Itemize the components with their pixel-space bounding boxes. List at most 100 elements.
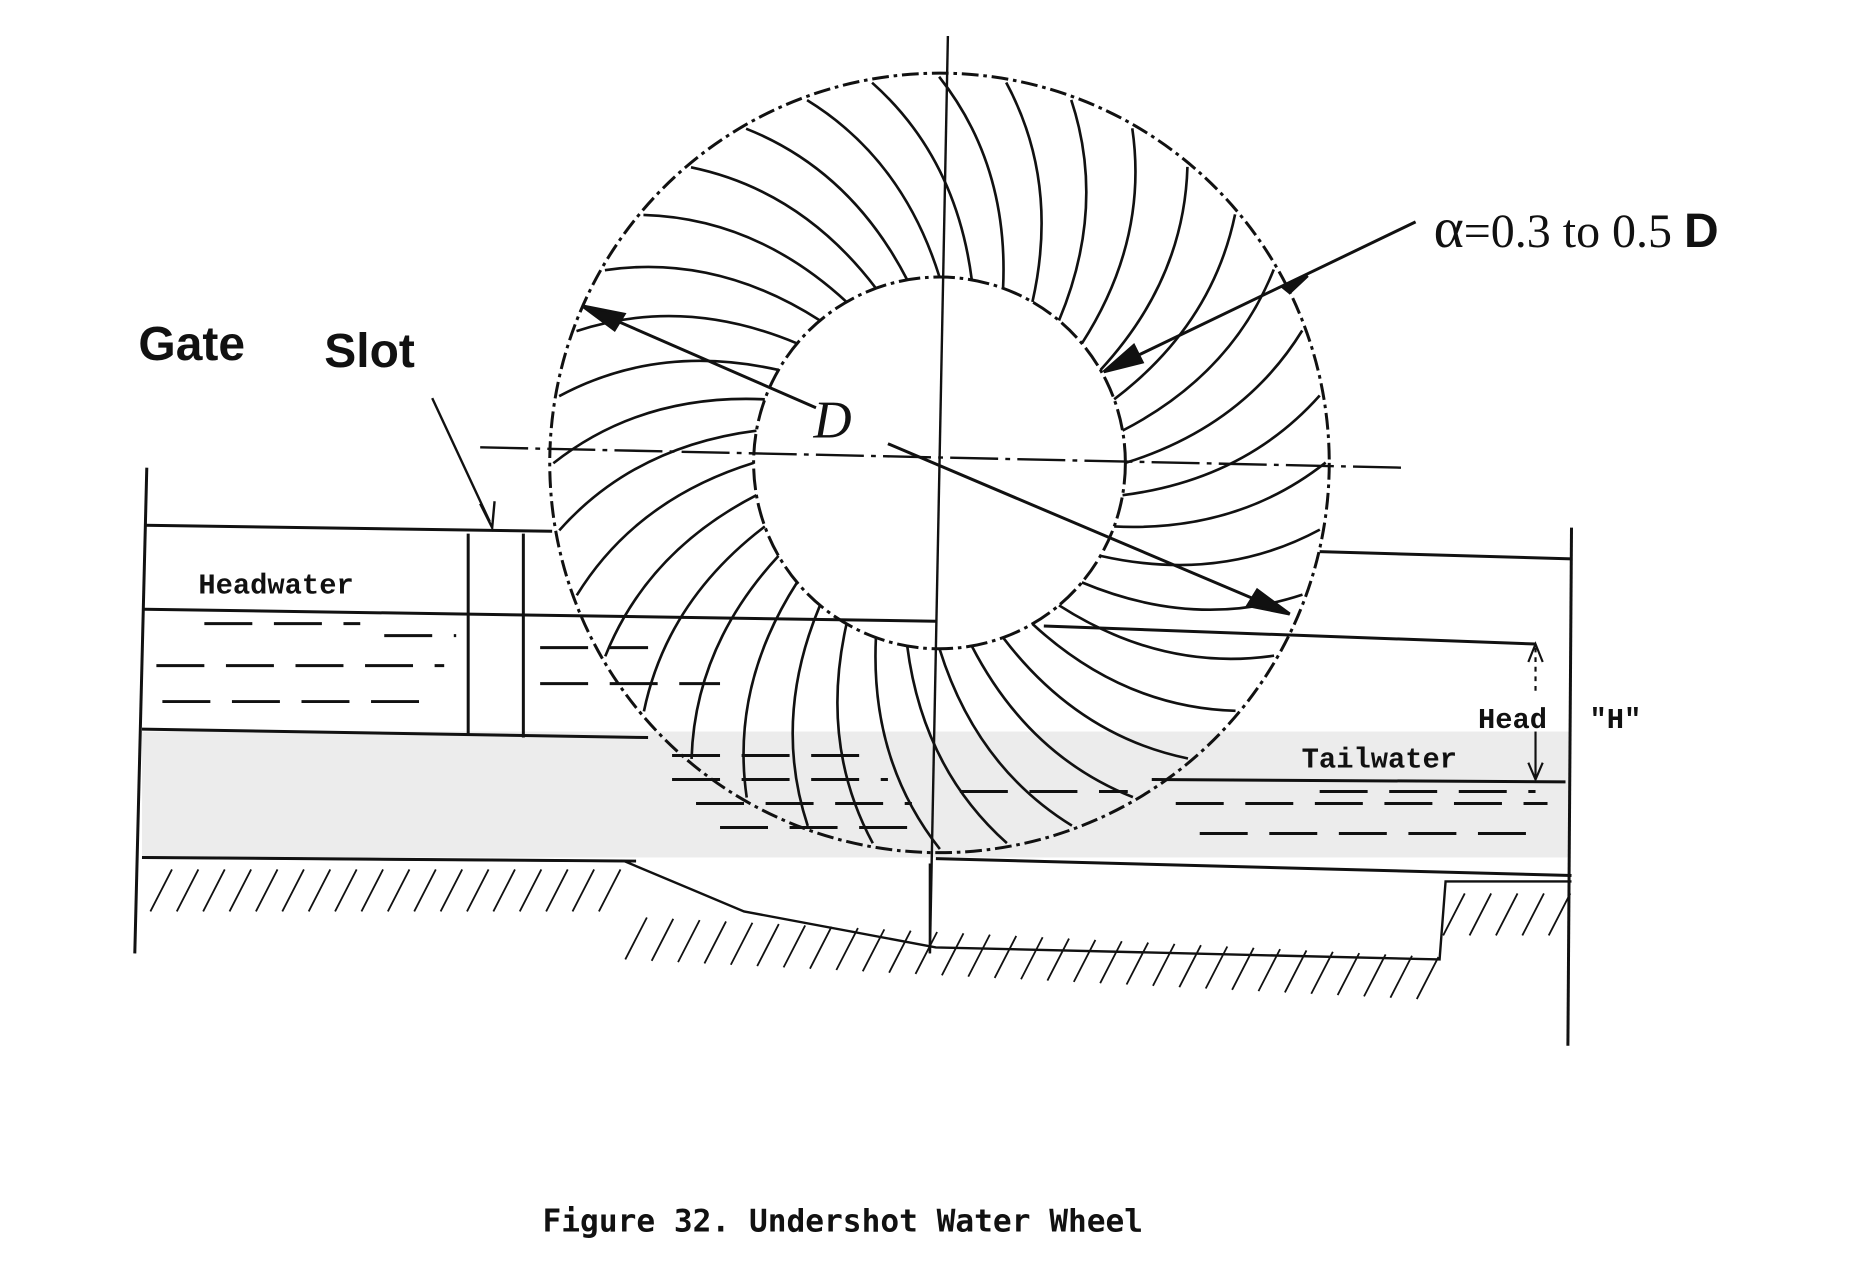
soil-hatch [545,869,569,912]
soil-hatch [650,918,675,962]
wheel-vane [1031,622,1236,713]
head-symbol: "H" [1589,704,1641,737]
soil-hatch [175,869,200,912]
wheel-vane [806,99,941,278]
wheel-vane [575,461,755,597]
gate-slot [431,397,525,738]
soil-hatch [1547,893,1572,936]
wheel-vane [576,314,798,345]
wheel-vane [642,525,766,712]
gate-label: Gate [138,318,245,371]
soil-hatch [387,869,411,912]
soil-hatch [1442,893,1466,936]
soil-hatch [1178,944,1202,988]
diameter-label: D [813,392,852,450]
soil-bed [141,731,1572,1000]
alpha-unit: D [1684,205,1719,258]
alpha-symbol: α [1434,197,1464,260]
wheel-vane [905,645,1008,845]
wheel-vane [690,554,780,759]
wheel-vane [552,397,765,465]
wheel-vane [558,359,779,398]
wheel-vane [874,637,941,850]
soil-hatch [1204,946,1229,989]
soil-hatch [1284,950,1308,993]
wheel-vane [970,645,1134,799]
soil-hatch [466,869,490,912]
soil-hatch [1310,951,1334,995]
soil-hatch [439,869,463,912]
soil-hatch [756,923,780,967]
soil-hatch [967,934,991,978]
soil-hatch [307,869,332,912]
wheel-vane [938,648,1073,827]
wheel-vane [742,581,799,798]
channel [133,467,1573,1046]
slot-label: Slot [324,325,415,378]
wheel-vane [1002,636,1189,760]
soil-hatch [835,927,859,971]
soil-hatch [1389,955,1413,999]
soil-hatch [1336,952,1361,996]
soil-hatch [1415,956,1440,1000]
wheel-vane [1124,329,1304,465]
soil-hatch [677,919,701,963]
wheel-vane [1005,81,1043,303]
wheel-vane [690,166,877,290]
wheel-vane [1100,528,1321,567]
wheel-vane [745,127,909,281]
soil-hatch [149,869,173,912]
wheel-vane [558,429,757,532]
soil-hatch [1046,938,1070,981]
soil-hatch [914,931,938,975]
soil-hatch [624,917,648,960]
soil-hatch [809,926,833,970]
soil-hatch [1521,893,1545,936]
wheel-vane [1113,214,1237,401]
head-label: Head [1478,704,1547,737]
soil-hatch [228,869,252,912]
figure-caption: Figure 32. Undershot Water Wheel [543,1204,1144,1240]
soil-hatch [202,869,226,912]
soil-hatch [1125,942,1149,985]
soil-hatch [730,922,754,966]
wheel-vane [604,265,821,322]
wheel-vane [791,604,822,827]
wheel-vane [1057,99,1088,322]
wheel-vane [871,81,974,281]
wheel-vane [1114,461,1327,529]
soil-hatch [1257,948,1281,992]
wheel-vane [1080,128,1137,345]
soil-hatch [1363,954,1387,997]
soil-hatch [360,869,384,912]
head-dimension [1527,641,1544,783]
soil-hatch [703,921,727,964]
soil-hatch [334,869,358,912]
soil-hatch [281,869,305,912]
soil-hatch [941,932,965,976]
alpha-range: =0.3 to 0.5 [1464,205,1672,258]
soil-hatch [413,869,437,912]
soil-hatch [1231,947,1255,991]
soil-hatch [1099,940,1123,984]
soil-hatch [1152,943,1176,987]
soil-hatch [1020,936,1044,980]
soil-hatch [1495,893,1519,936]
water-lines [156,622,1548,835]
wheel-vane [1121,269,1275,432]
wheel-vane [1122,394,1321,497]
wheel-vane [938,75,1005,289]
wheel-vane [1058,604,1275,661]
soil-hatch [598,869,622,912]
headwater-label: Headwater [198,570,353,603]
wheel [480,35,1417,954]
soil-hatch [492,869,516,912]
soil-hatch [861,928,886,972]
soil-hatch [888,930,912,974]
soil-hatch [782,924,806,968]
soil-hatch [518,869,543,912]
wheel-vane [836,623,874,844]
